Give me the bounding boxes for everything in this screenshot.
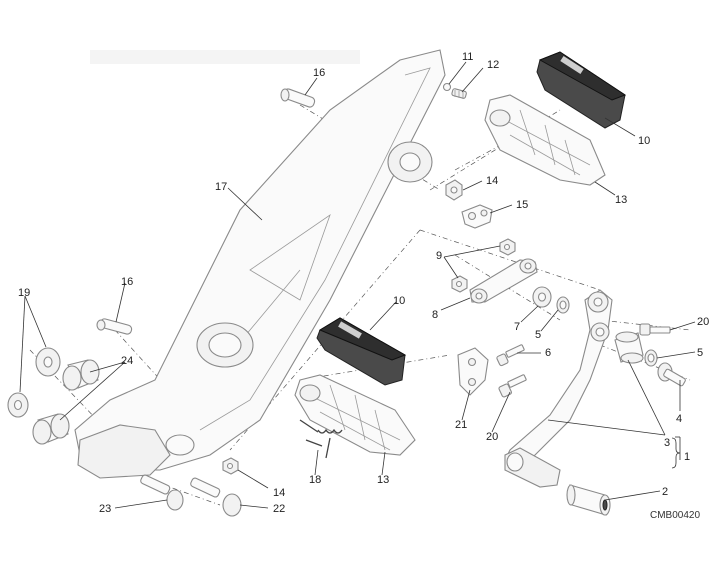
pivot-pin-16-upper: [280, 88, 316, 108]
callout-12: 12: [487, 59, 499, 71]
nut-14-lower: [222, 457, 239, 475]
callout-22: 22: [273, 503, 285, 515]
callout-13-lower: 13: [377, 474, 389, 486]
callout-13-upper: 13: [615, 194, 627, 206]
nuts-9: [451, 238, 516, 293]
rubber-sleeve-2: [566, 484, 611, 516]
bushings-24: [32, 359, 100, 445]
footpeg-13-upper: [484, 94, 606, 186]
pad-logo-lower: [338, 321, 362, 339]
rubber-pad-10-upper: [536, 51, 627, 129]
callout-10-lower: 10: [393, 295, 405, 307]
spring-pin-12: [451, 88, 467, 99]
callout-14-lower: 14: [273, 487, 285, 499]
callout-5-left: 5: [535, 329, 541, 341]
callout-20-upper: 20: [697, 316, 709, 328]
screw-20-upper: [639, 323, 671, 336]
shoulder-bolt-4: [657, 362, 686, 387]
callout-7: 7: [514, 321, 520, 333]
callout-3: 3: [664, 437, 670, 449]
callout-24: 24: [121, 355, 133, 367]
bolt-22: [190, 477, 242, 517]
gear-shift-lever: [504, 289, 613, 488]
pad-logo-upper: [560, 55, 584, 75]
rubber-pad-10-lower: [316, 317, 407, 386]
pivot-pin-16-lower: [96, 318, 133, 335]
washer-5-left: [556, 296, 570, 314]
callout-19: 19: [18, 287, 30, 299]
footpeg-13-lower: [294, 374, 416, 456]
screw-6: [496, 344, 525, 367]
return-spring-18: [299, 419, 343, 459]
callout-15: 15: [516, 199, 528, 211]
nut-14-upper: [445, 179, 463, 201]
callout-5-right: 5: [697, 347, 703, 359]
callout-1: 1: [684, 451, 690, 463]
callout-2: 2: [662, 486, 668, 498]
callout-20-lower: 20: [486, 431, 498, 443]
footpeg-bracket-17: [74, 49, 446, 479]
retaining-plate-15: [461, 204, 493, 229]
mounting-plate-21: [457, 347, 489, 396]
leader-lines: [19, 61, 696, 509]
faded-watermark: [90, 50, 360, 64]
washer-7: [532, 286, 552, 308]
callout-6: 6: [545, 347, 551, 359]
bushing-3: [614, 331, 644, 364]
callout-21: 21: [455, 419, 467, 431]
washer-5-right: [644, 349, 658, 367]
callout-labels: 16 11 12 10 13 14 15 17 9 8 7 5 10 6 20 …: [18, 51, 709, 521]
callout-18: 18: [309, 474, 321, 486]
drawing-code: CMB00420: [650, 510, 700, 521]
screw-20-lower: [498, 374, 527, 398]
linkage-rod-8: [469, 258, 538, 304]
callout-14-upper: 14: [486, 175, 498, 187]
callout-23: 23: [99, 503, 111, 515]
callout-4: 4: [676, 413, 682, 425]
callout-10-upper: 10: [638, 135, 650, 147]
detent-ball-11: [442, 82, 452, 92]
callout-16-upper: 16: [313, 67, 325, 79]
bolt-23: [140, 474, 184, 511]
callout-16-lower: 16: [121, 276, 133, 288]
callout-17: 17: [215, 181, 227, 193]
callout-11: 11: [462, 51, 473, 63]
callout-8: 8: [432, 309, 438, 321]
group-brace: [671, 437, 681, 469]
washers-19: [7, 347, 61, 418]
callout-9: 9: [436, 250, 442, 262]
